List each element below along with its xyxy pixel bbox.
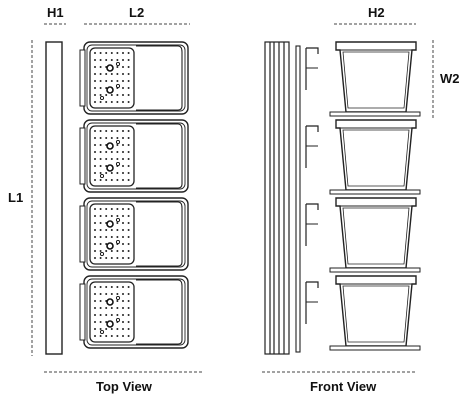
front-view-tray	[305, 197, 421, 273]
tray-hole	[106, 64, 114, 72]
top-view-rail	[45, 41, 63, 355]
top-view-tray	[79, 197, 189, 271]
dimension-lines	[31, 23, 434, 373]
top-view-title: Top View	[96, 379, 153, 394]
dimension-label-h1: H1	[47, 5, 64, 20]
front-view-trays	[305, 41, 421, 351]
tray-hole	[106, 142, 114, 150]
dimension-label-l1: L1	[8, 190, 23, 205]
top-view	[45, 41, 189, 355]
front-view-tray	[305, 41, 421, 117]
dimension-label-h2: H2	[368, 5, 385, 20]
tray-hole	[106, 86, 114, 94]
tray-hole	[106, 242, 114, 250]
front-view-thin-rail	[295, 45, 301, 353]
dimension-label-w2: W2	[440, 71, 460, 86]
tray-hole	[106, 220, 114, 228]
top-view-tray	[79, 119, 189, 193]
tray-hole	[106, 320, 114, 328]
front-view-panel	[264, 41, 290, 355]
tray-hole	[106, 164, 114, 172]
front-view-tray	[305, 119, 421, 195]
top-view-tray	[79, 275, 189, 349]
tray-hole	[106, 298, 114, 306]
front-view	[264, 41, 421, 355]
front-view-title: Front View	[310, 379, 377, 394]
front-view-tray	[305, 275, 421, 351]
dimension-label-l2: L2	[129, 5, 144, 20]
top-view-trays	[79, 41, 189, 349]
top-view-tray	[79, 41, 189, 115]
